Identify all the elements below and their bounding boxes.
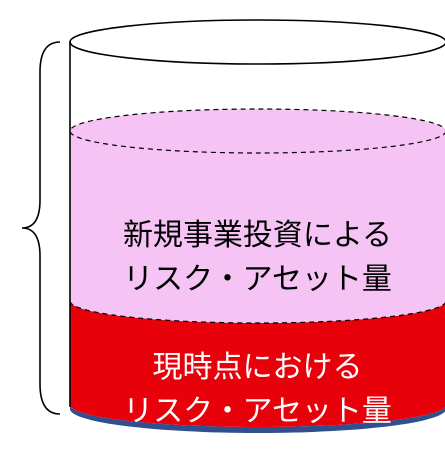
section-boundary	[69, 300, 445, 324]
left-brace	[21, 41, 61, 415]
new-business-label-line2: リスク・アセット量	[123, 262, 392, 297]
current-label-line2: リスク・アセット量	[123, 394, 392, 429]
new-business-label-line1: 新規事業投資による	[122, 218, 393, 253]
new-business-top-ellipse	[69, 108, 445, 154]
cylinder-base-edge	[70, 405, 445, 433]
new-business-section	[70, 109, 445, 323]
new-business-label: 新規事業投資による リスク・アセット量	[70, 214, 445, 302]
current-label-line1: 現時点における	[152, 350, 363, 385]
cylinder-top-ellipse	[69, 19, 445, 65]
current-label: 現時点における リスク・アセット量	[70, 346, 445, 434]
current-risk-section	[70, 301, 445, 427]
